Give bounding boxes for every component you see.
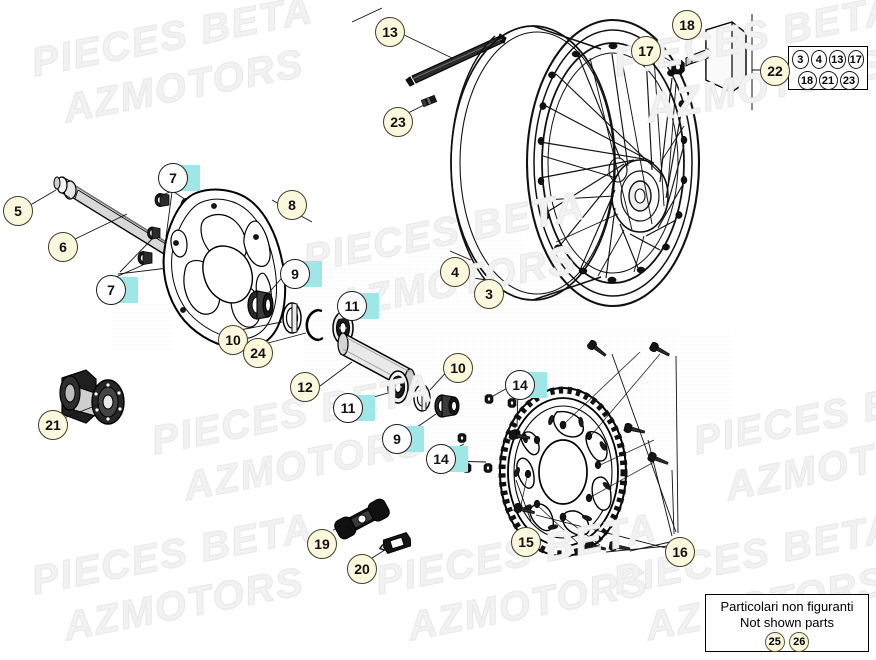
part-label-4[interactable]: 4 [440,257,470,287]
part-label-20[interactable]: 20 [347,554,377,584]
callout-bubble[interactable]: 17 [847,50,864,69]
part-17-nut [671,59,685,75]
part-20-chain-clip [378,532,412,554]
part-18-block [685,21,747,93]
not-shown-bubble[interactable]: 25 [764,632,785,652]
part-10-seal-right [413,384,431,412]
leader-20 [371,547,389,559]
callout-bubble[interactable]: 23 [839,71,859,90]
leader-16 [535,353,679,553]
part-label-9b[interactable]: 9 [382,424,412,454]
leader-15 [515,479,532,522]
assembly-lines [515,351,661,546]
wheel-hub [608,157,669,233]
callout-bubble[interactable]: 13 [829,50,846,69]
part-13-rim-band [405,33,507,87]
leader-5 [26,189,57,208]
part-label-17[interactable]: 17 [631,36,661,66]
part-label-21[interactable]: 21 [38,410,68,440]
part-label-6[interactable]: 6 [48,232,78,262]
part-11-bearing-right [387,370,409,404]
leader-6 [72,213,128,241]
not-shown-title-en: Not shown parts [740,615,834,630]
part-23-nipple [420,94,438,108]
leader-7-top [159,191,187,238]
not-shown-numbers: 25 26 [706,632,868,652]
part-label-16[interactable]: 16 [665,537,695,567]
rear-wheel-assembly [450,18,701,308]
part-10-seal-left [282,302,302,334]
part-9-bearing-right [434,394,460,418]
part-label-24[interactable]: 24 [243,338,273,368]
leader-7-bottom [115,238,169,278]
leader-19 [332,521,353,531]
callout-bubble[interactable]: 4 [810,50,827,69]
part-label-18[interactable]: 18 [672,10,702,40]
part-24-circlip [305,308,324,342]
part-label-7b[interactable]: 7 [96,275,126,305]
callout-row-1: 3 4 13 17 [792,50,864,69]
part-label-11b[interactable]: 11 [333,393,363,423]
part-label-11a[interactable]: 11 [337,291,367,321]
part-label-19[interactable]: 19 [307,529,337,559]
part-label-7a[interactable]: 7 [158,163,188,193]
leader-4 [449,250,472,261]
part-label-3[interactable]: 3 [474,279,504,309]
part-label-14b[interactable]: 14 [426,444,456,474]
part-label-22[interactable]: 22 [760,56,790,86]
leader-24 [267,332,307,344]
part-label-9a[interactable]: 9 [280,259,310,289]
part-7-bushing-mid [147,226,161,240]
not-shown-parts-box: Particolari non figuranti Not shown part… [705,594,869,652]
part-label-13[interactable]: 13 [375,17,405,47]
not-shown-bubble[interactable]: 26 [789,632,810,652]
callout-row-2: 18 21 23 [792,71,864,90]
callout-bubble[interactable]: 3 [792,50,809,69]
part-21-hub-assembly [59,369,125,425]
part-9-bearing-left [247,290,274,320]
part-label-15[interactable]: 15 [511,527,541,557]
leader-21 [63,403,101,419]
callout-box: 3 4 13 17 18 21 23 [788,46,868,90]
leader-10a [239,321,283,331]
leader-stray-top [351,7,383,23]
leader-12 [319,361,353,387]
leader-13 [399,32,453,59]
callout-bubble[interactable]: 21 [818,71,838,90]
part-label-12[interactable]: 12 [290,372,320,402]
part-label-14a[interactable]: 14 [505,370,535,400]
not-shown-title-it: Particolari non figuranti [720,599,854,614]
part-label-5[interactable]: 5 [3,196,33,226]
callout-bubble[interactable]: 18 [797,71,817,90]
part-label-23[interactable]: 23 [383,107,413,137]
part-label-10b[interactable]: 10 [443,353,473,383]
wheel-spokes [539,49,685,279]
part-19-chain-link [334,498,390,540]
part-label-8[interactable]: 8 [277,190,307,220]
part-5-axle-head [53,176,77,200]
